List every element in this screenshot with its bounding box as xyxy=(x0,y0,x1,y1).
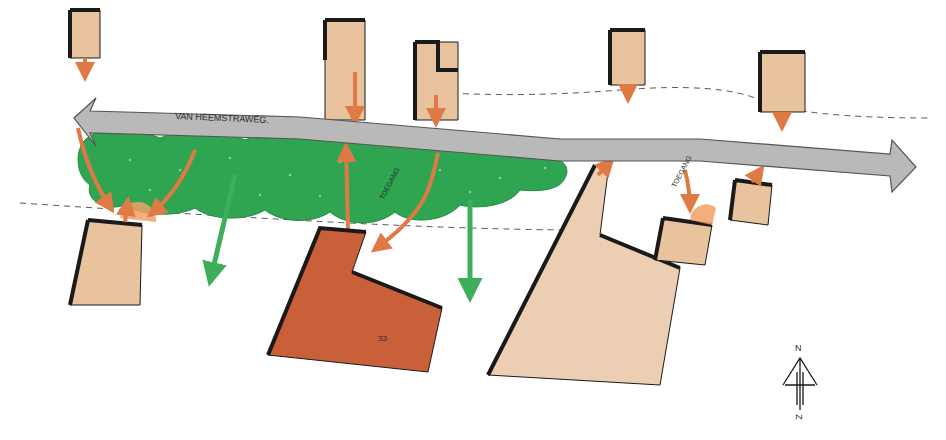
building xyxy=(70,165,772,385)
shape-outline xyxy=(262,222,448,378)
road-band: VAN HEEMSTRAWEG. xyxy=(70,92,925,197)
compass-south: Z xyxy=(794,414,804,420)
building-number: 33 xyxy=(378,334,387,343)
boundary-line xyxy=(430,88,930,118)
access-arrow xyxy=(346,146,348,230)
building-33: 33 xyxy=(262,222,448,378)
view-arrow xyxy=(210,175,235,282)
shape-outline xyxy=(70,92,925,197)
view-arrow xyxy=(468,200,473,298)
access-arrow xyxy=(374,153,438,250)
compass xyxy=(783,358,817,410)
compass-north: N xyxy=(795,343,802,353)
